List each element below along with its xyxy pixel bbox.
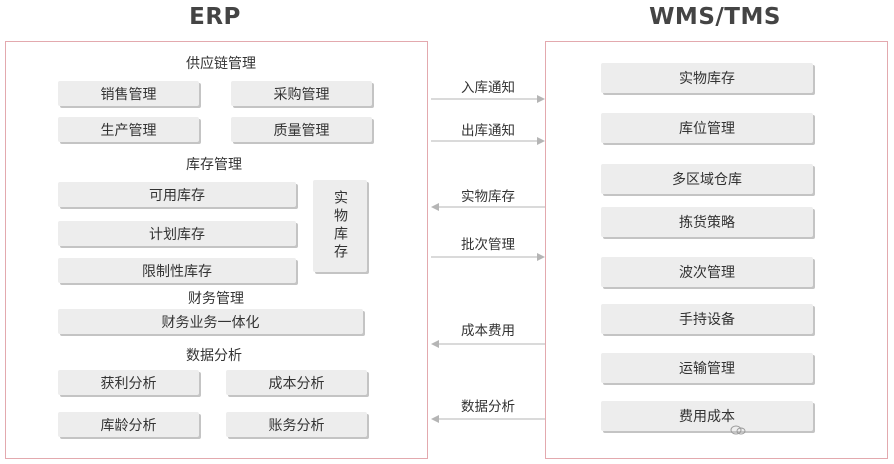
flow-label-cost-expense: 成本费用 (461, 323, 515, 339)
flow-arrow-batch-management (431, 252, 545, 262)
flow-label-outbound-notice: 出库通知 (461, 123, 515, 139)
cost-analysis-box: 成本分析 (226, 370, 367, 395)
wms-location-management-box: 库位管理 (601, 113, 813, 143)
wms-transport-management-box: 运输管理 (601, 353, 813, 383)
wms-multi-zone-warehouse-box: 多区域仓库 (601, 164, 813, 194)
finance-heading: 财务管理 (188, 291, 244, 307)
wms-title: WMS/TMS (649, 4, 781, 30)
available-inventory-box: 可用库存 (58, 182, 296, 207)
wms-picking-strategy-box: 拣货策略 (601, 207, 813, 237)
account-analysis-box: 账务分析 (226, 412, 367, 437)
flow-label-batch-management: 批次管理 (461, 237, 515, 253)
flow-arrow-data-analysis (431, 414, 545, 424)
flow-label-data-analysis: 数据分析 (461, 399, 515, 415)
flow-arrow-cost-expense (431, 339, 545, 349)
finance-integration-box: 财务业务一体化 (58, 309, 363, 334)
wms-wave-management-box: 波次管理 (601, 257, 813, 287)
flow-arrow-inbound-notice (431, 94, 545, 104)
flow-arrow-outbound-notice (431, 136, 545, 146)
analysis-heading: 数据分析 (186, 348, 242, 364)
flow-arrow-physical-inventory (431, 202, 545, 212)
production-management-box: 生产管理 (58, 117, 199, 142)
wms-handheld-device-box: 手持设备 (601, 304, 813, 334)
erp-title: ERP (189, 4, 241, 30)
purchase-management-box: 采购管理 (231, 81, 372, 106)
flow-label-physical-inventory: 实物库存 (461, 189, 515, 205)
inventory-heading: 库存管理 (186, 157, 242, 173)
wms-physical-inventory-box: 实物库存 (601, 63, 813, 93)
flow-label-inbound-notice: 入库通知 (461, 80, 515, 96)
planned-inventory-box: 计划库存 (58, 221, 296, 246)
physical-inventory-box: 实物库存 (313, 180, 367, 272)
wms-fee-cost-box: 费用成本 (601, 401, 813, 431)
profit-analysis-box: 获利分析 (58, 370, 199, 395)
inventory-age-analysis-box: 库龄分析 (58, 412, 199, 437)
restricted-inventory-box: 限制性库存 (58, 258, 296, 283)
quality-management-box: 质量管理 (231, 117, 372, 142)
wms-panel (545, 41, 888, 459)
supply-chain-heading: 供应链管理 (186, 56, 256, 72)
watermark-icon (730, 424, 746, 436)
sales-management-box: 销售管理 (58, 81, 199, 106)
